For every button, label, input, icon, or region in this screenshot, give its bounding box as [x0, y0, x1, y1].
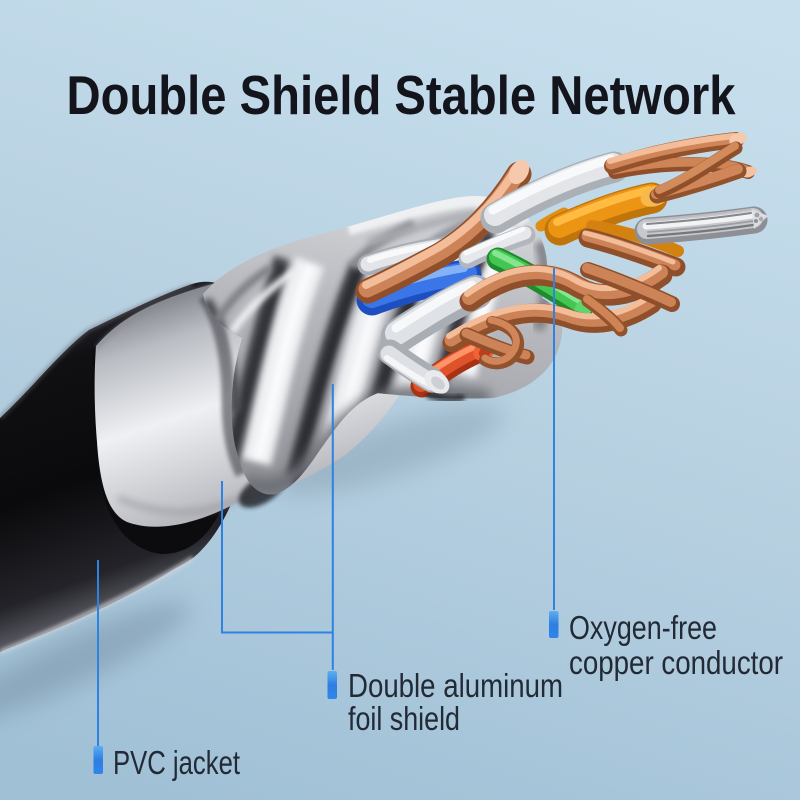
svg-text:Double Shield Stable Network: Double Shield Stable Network [67, 64, 736, 126]
svg-text:Oxygen-free: Oxygen-free [569, 609, 717, 646]
svg-text:PVC jacket: PVC jacket [113, 744, 240, 781]
svg-text:foil shield: foil shield [348, 700, 460, 737]
svg-text:Double aluminum: Double aluminum [348, 667, 563, 704]
svg-text:copper conductor: copper conductor [569, 644, 783, 681]
